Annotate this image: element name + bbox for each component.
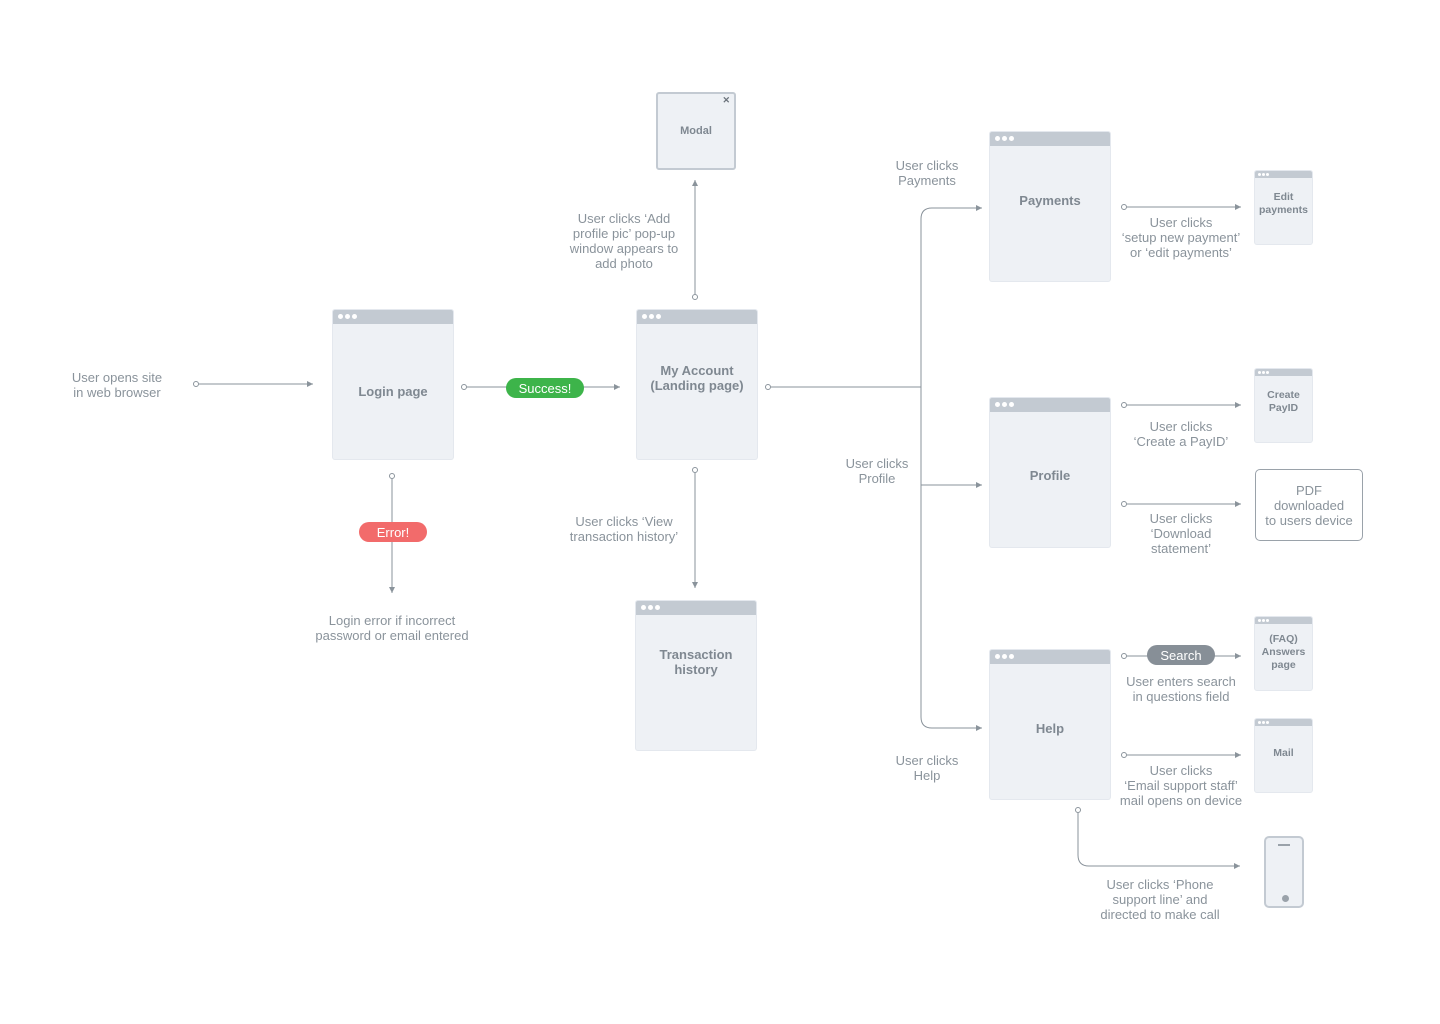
window-bar: [1255, 617, 1312, 624]
window-dots-icon: [995, 654, 1014, 659]
label-opens-site: User opens site in web browser: [71, 370, 163, 400]
label-clicks-payments: User clicks Payments: [895, 158, 959, 188]
connector-branch-vertical: [920, 205, 982, 220]
connector-help-phone: [1077, 813, 1240, 869]
screen-title: (FAQ) Answers page: [1261, 632, 1306, 671]
window-bar: [1255, 719, 1312, 726]
label-setup-payment: User clicks ‘setup new payment’ or ‘edit…: [1121, 215, 1241, 260]
screen-account: My Account (Landing page): [637, 310, 757, 459]
modal-box: ✕ Modal: [656, 92, 736, 170]
screen-title: Profile: [1029, 468, 1071, 483]
window-bar: [636, 601, 756, 615]
screen-edit-payments: Edit payments: [1255, 171, 1312, 244]
label-phone: User clicks ‘Phone support line’ and dir…: [1100, 877, 1220, 922]
label-download: User clicks ‘Download statement’: [1149, 511, 1213, 556]
screen-profile: Profile: [990, 398, 1110, 547]
screen-title: Edit payments: [1258, 191, 1309, 216]
pdf-downloaded-box: PDF downloaded to users device: [1255, 469, 1363, 541]
search-badge: Search: [1147, 645, 1215, 665]
connector-branch-help: [920, 716, 982, 731]
label-login-error: Login error if incorrect password or ema…: [315, 613, 469, 643]
label-clicks-profile: User clicks Profile: [845, 456, 909, 486]
window-bar: [637, 310, 757, 324]
success-badge: Success!: [506, 378, 584, 398]
screen-title: Transaction history: [659, 646, 733, 677]
screen-login: Login page: [333, 310, 453, 459]
label-clicks-help: User clicks Help: [895, 753, 959, 783]
label-create-payid: User clicks ‘Create a PayID’: [1133, 419, 1229, 449]
screen-mail: Mail: [1255, 719, 1312, 792]
window-bar: [333, 310, 453, 324]
window-dots-icon: [1258, 721, 1269, 724]
screen-title: Help: [1035, 721, 1065, 736]
screen-transactions: Transaction history: [636, 601, 756, 750]
screen-create-payid: Create PayID: [1255, 369, 1312, 442]
window-dots-icon: [642, 314, 661, 319]
label-search: User enters search in questions field: [1126, 674, 1236, 704]
phone-home-button: [1282, 895, 1289, 902]
window-dots-icon: [995, 402, 1014, 407]
phone-icon: [1264, 836, 1304, 908]
screen-title: Payments: [1019, 193, 1081, 208]
screen-payments: Payments: [990, 132, 1110, 281]
close-icon: ✕: [722, 95, 730, 105]
window-dots-icon: [338, 314, 357, 319]
window-dots-icon: [1258, 619, 1269, 622]
screen-help: Help: [990, 650, 1110, 799]
phone-speaker: [1278, 844, 1290, 846]
screen-faq: (FAQ) Answers page: [1255, 617, 1312, 690]
window-bar: [990, 650, 1110, 664]
window-bar: [990, 132, 1110, 146]
window-dots-icon: [1258, 371, 1269, 374]
screen-title: My Account (Landing page): [650, 362, 744, 393]
window-dots-icon: [1258, 173, 1269, 176]
label-view-history: User clicks ‘View transaction history’: [569, 514, 679, 544]
window-bar: [1255, 171, 1312, 178]
window-bar: [990, 398, 1110, 412]
screen-title: Login page: [358, 384, 428, 399]
screen-title: Mail: [1273, 746, 1294, 759]
window-dots-icon: [641, 605, 660, 610]
label-add-pic: User clicks ‘Add profile pic’ pop-up win…: [569, 211, 679, 271]
window-dots-icon: [995, 136, 1014, 141]
screen-title: Create PayID: [1267, 389, 1300, 414]
modal-title: Modal: [680, 125, 712, 137]
window-bar: [1255, 369, 1312, 376]
label-email-support: User clicks ‘Email support staff’ mail o…: [1119, 763, 1243, 808]
error-badge: Error!: [359, 522, 427, 542]
